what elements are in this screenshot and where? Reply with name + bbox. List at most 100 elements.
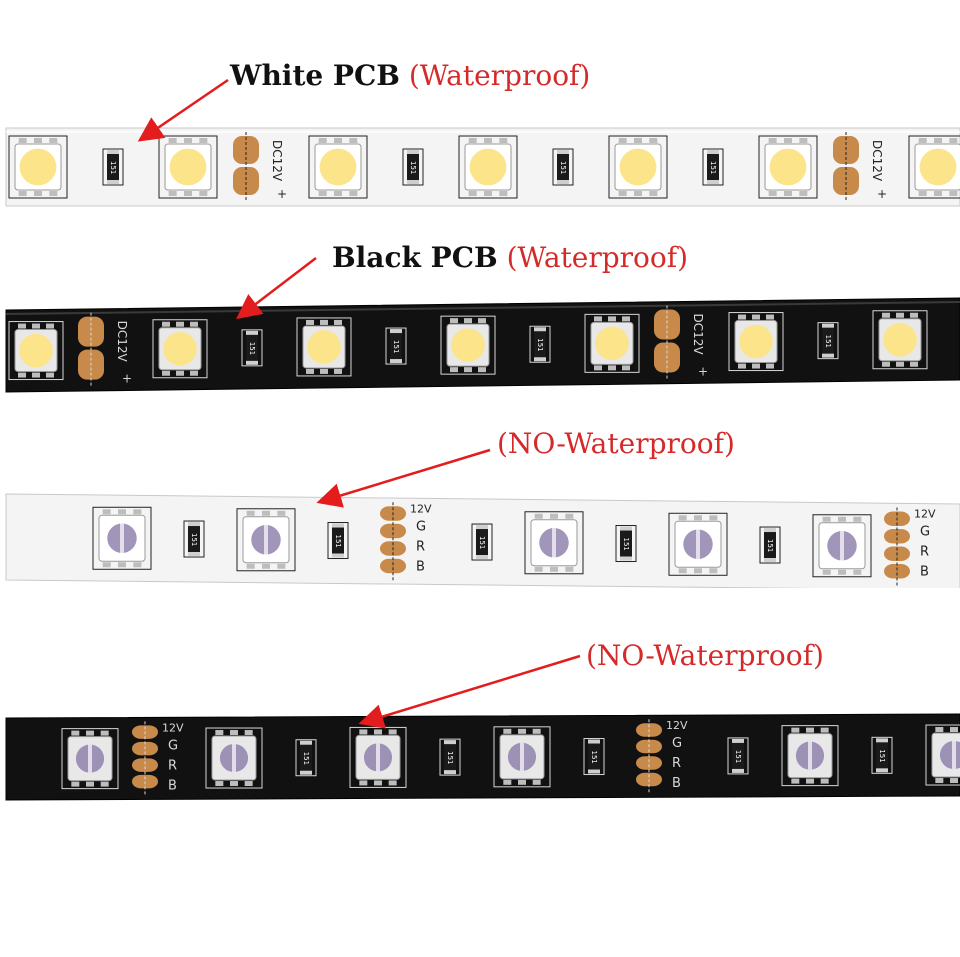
led-die-warm-white [595,326,629,361]
led-lead [594,365,602,371]
plus-label: + [877,187,887,201]
led-lead [738,363,746,369]
label-black-pcb-title: Black PCB [332,241,498,274]
resistor-code: 151 [248,342,256,355]
resistor-body [557,154,569,180]
resistor-code: 151 [446,751,454,764]
led-lead [306,368,314,374]
led-die-warm-white [883,322,917,357]
strip-segment: 151 [385,327,407,365]
label-white-pcb-title: White PCB [230,59,400,92]
led-lead [678,515,687,521]
led-lead [622,316,630,322]
channel-label: G [920,525,930,540]
strip-segment: 151 [402,148,424,186]
resistor-body [246,334,258,361]
led-lead [18,372,26,378]
led-outline [296,317,352,377]
led-lead [468,191,477,196]
led-lead [32,372,40,378]
led-lead [896,361,904,367]
led-lead [949,138,958,143]
led-lead [806,727,814,733]
led-lead [950,778,958,784]
led-lead [320,319,328,325]
led-lead [918,191,927,196]
led-lead [32,323,40,329]
led-outline [440,315,496,375]
led-lead [503,779,512,785]
label-black-rgb: (NO-Waterproof) [586,642,824,670]
strip-segment [758,135,818,199]
resistor-body [534,331,546,358]
label-black-rgb-spec: (NO-Waterproof) [586,639,824,672]
strip-segment [812,514,872,578]
strip-segment: 151 [727,737,749,775]
channel-label: R [416,539,425,554]
strip-segment: 151 [529,325,551,363]
voltage-label: 12V [666,719,688,732]
copper-pad [884,564,910,579]
led-lead [168,138,177,143]
led-lead [262,510,270,516]
led-lead [334,191,342,196]
led-outline [308,135,368,199]
led-lead [766,363,774,369]
led-die-warm-white [169,148,207,186]
led-lead [882,361,890,367]
resistor-cap [764,558,776,563]
led-lead [820,778,829,784]
resistor-cap [534,327,546,332]
copper-pad [833,167,859,195]
resistor-body [620,530,632,557]
led-lead [594,316,602,322]
plus-label: + [698,364,708,378]
copper-pad [233,167,259,195]
label-white-pcb: White PCB (Waterproof) [230,62,590,90]
led-lead [738,314,746,320]
led-lead [133,509,142,515]
led-lead [262,563,270,569]
resistor-cap [188,552,200,557]
copper-pad [132,758,158,772]
resistor-cap [557,180,569,184]
led-lead [34,138,42,143]
strip-segment [236,508,296,572]
resistor-outline [385,327,407,365]
resistor-cap [822,323,834,328]
strip-segment: 151 [871,736,893,774]
led-lead [190,321,198,327]
led-lead [318,191,327,196]
led-die-warm-white [307,330,341,364]
strip-segment [308,135,368,199]
led-lead [478,318,486,324]
resistor-code: 151 [590,751,598,764]
resistor-body [588,743,600,770]
strip-segment: DC12V+ [654,305,708,380]
led-lead [46,372,54,378]
resistor-body [707,154,719,180]
led-lead [374,780,382,786]
resistor-cap [246,330,258,335]
resistor-body [407,154,419,180]
copper-pad [654,309,680,340]
resistor-cap [588,769,600,774]
strip-segment [92,506,152,570]
voltage-label: 12V [914,508,936,521]
coating-highlight [5,301,960,315]
label-black-pcb: Black PCB (Waterproof) [332,244,688,272]
strip-segment: 151 [471,523,493,561]
strip-segment [205,727,263,789]
led-die-line [520,742,524,771]
resistor-body [822,327,834,354]
resistor-cap [332,553,344,558]
led-lead [86,781,94,787]
resistor-body [476,529,488,556]
copper-pad [78,316,104,347]
led-die-warm-white [739,324,773,359]
strip-segment: 151 [759,526,781,564]
strip-segment [493,726,551,788]
plus-label: + [122,372,132,386]
led-lead [133,562,142,568]
